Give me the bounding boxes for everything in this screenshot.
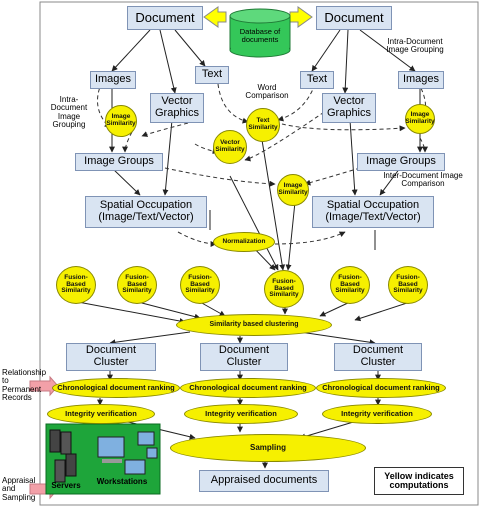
image-similarity-right: Image Similarity	[405, 104, 435, 134]
document-box-right: Document	[316, 6, 392, 30]
image-similarity-middle: Image Similarity	[277, 174, 309, 206]
database-label: Database of documents	[239, 27, 281, 44]
appraised-documents-box: Appraised documents	[199, 470, 329, 492]
integrity-verification-2: Integrity verification	[184, 404, 298, 424]
fusion-similarity-2: Fusion-Based Similarity	[117, 266, 157, 304]
servers-label: Servers	[51, 481, 81, 490]
fusion-similarity-6: Fusion-Based Similarity	[388, 266, 428, 304]
intra-doc-grouping-left-label: Intra-Document Image Grouping	[50, 95, 88, 130]
fusion-similarity-4: Fusion-Based Similarity	[264, 270, 304, 308]
document-cluster-box-1: Document Cluster	[66, 343, 156, 371]
image-groups-box-left: Image Groups	[75, 153, 163, 171]
normalization: Normalization	[213, 232, 275, 252]
inter-doc-comparison-label: Inter-Document Image Comparison	[383, 171, 463, 189]
relationship-label: Relationship to Permanent Records	[2, 368, 47, 403]
image-groups-box-right: Image Groups	[357, 153, 445, 171]
vector-graphics-box-right: Vector Graphics	[322, 93, 376, 123]
appraisal-label: Appraisal and Sampling	[2, 476, 36, 502]
images-box-left: Images	[90, 71, 136, 89]
chronological-ranking-3: Chronological document ranking	[316, 378, 446, 398]
integrity-verification-1: Integrity verification	[47, 404, 155, 424]
document-cluster-box-2: Document Cluster	[200, 343, 288, 371]
legend-box: Yellow indicates computations	[374, 467, 464, 495]
spatial-occupation-box-right: Spatial Occupation (Image/Text/Vector)	[312, 196, 434, 228]
images-box-right: Images	[398, 71, 444, 89]
document-cluster-box-3: Document Cluster	[334, 343, 422, 371]
similarity-based-clustering: Similarity based clustering	[176, 314, 332, 336]
text-similarity: Text Similarity	[246, 108, 280, 142]
vector-graphics-box-left: Vector Graphics	[150, 93, 204, 123]
word-comparison-label: Word Comparison	[245, 83, 289, 101]
vector-similarity: Vector Similarity	[213, 130, 247, 164]
spatial-occupation-box-left: Spatial Occupation (Image/Text/Vector)	[85, 196, 207, 228]
text-box-left: Text	[195, 66, 229, 84]
fusion-similarity-5: Fusion-Based Similarity	[330, 266, 370, 304]
chronological-ranking-2: Chronological document ranking	[180, 378, 316, 398]
database-cylinder	[229, 8, 291, 58]
image-similarity-left: Image Similarity	[105, 105, 137, 137]
fusion-similarity-3: Fusion-Based Similarity	[180, 266, 220, 304]
text-box-right: Text	[300, 71, 334, 89]
integrity-verification-3: Integrity verification	[322, 404, 432, 424]
sampling: Sampling	[170, 434, 366, 462]
workstations-label: Workstations	[96, 477, 148, 486]
intra-doc-grouping-right-label: Intra-Document Image Grouping	[386, 37, 444, 55]
fusion-similarity-1: Fusion-Based Similarity	[56, 266, 96, 304]
chronological-ranking-1: Chronological document ranking	[52, 378, 180, 398]
document-box-left: Document	[127, 6, 203, 30]
servers-panel	[45, 423, 161, 495]
outer-frame	[39, 1, 479, 506]
